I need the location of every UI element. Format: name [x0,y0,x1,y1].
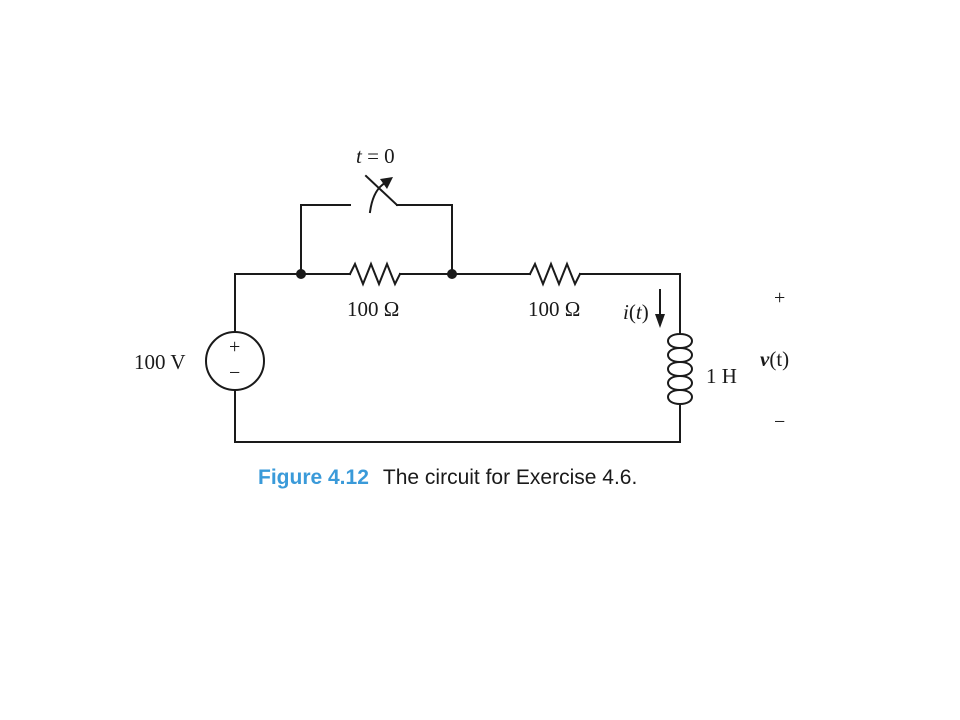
current-label: i(t) [623,300,649,324]
source-minus-sign: − [229,362,240,384]
inductor-icon [667,332,693,413]
junction-node-right [447,269,457,279]
source-label: 100 V [134,350,186,374]
resistor-2-label: 100 Ω [528,297,580,321]
inductor-label: 1 H [706,364,737,388]
junction-node-left [296,269,306,279]
wire-left [234,273,351,333]
voltage-plus-sign: + [774,287,785,309]
voltage-source-icon [205,331,265,391]
current-arrow-icon [655,289,665,328]
figure-caption: Figure 4.12 The circuit for Exercise 4.6. [258,466,637,490]
figure-text: The circuit for Exercise 4.6. [382,466,638,489]
switch-wire-right [396,204,453,275]
switch-label: t = 0 [356,144,395,168]
source-plus-sign: + [229,336,240,358]
voltage-minus-sign: − [774,411,785,433]
switch-icon [364,174,399,214]
figure-number: Figure 4.12 [258,466,369,489]
wire-right [579,273,681,335]
wire-bottom [234,389,681,443]
resistor-1-label: 100 Ω [347,297,399,321]
switch-wire-left [300,204,351,275]
resistor-2-icon [528,261,582,287]
resistor-1-icon [348,261,402,287]
voltage-label: v(t) [760,347,789,371]
